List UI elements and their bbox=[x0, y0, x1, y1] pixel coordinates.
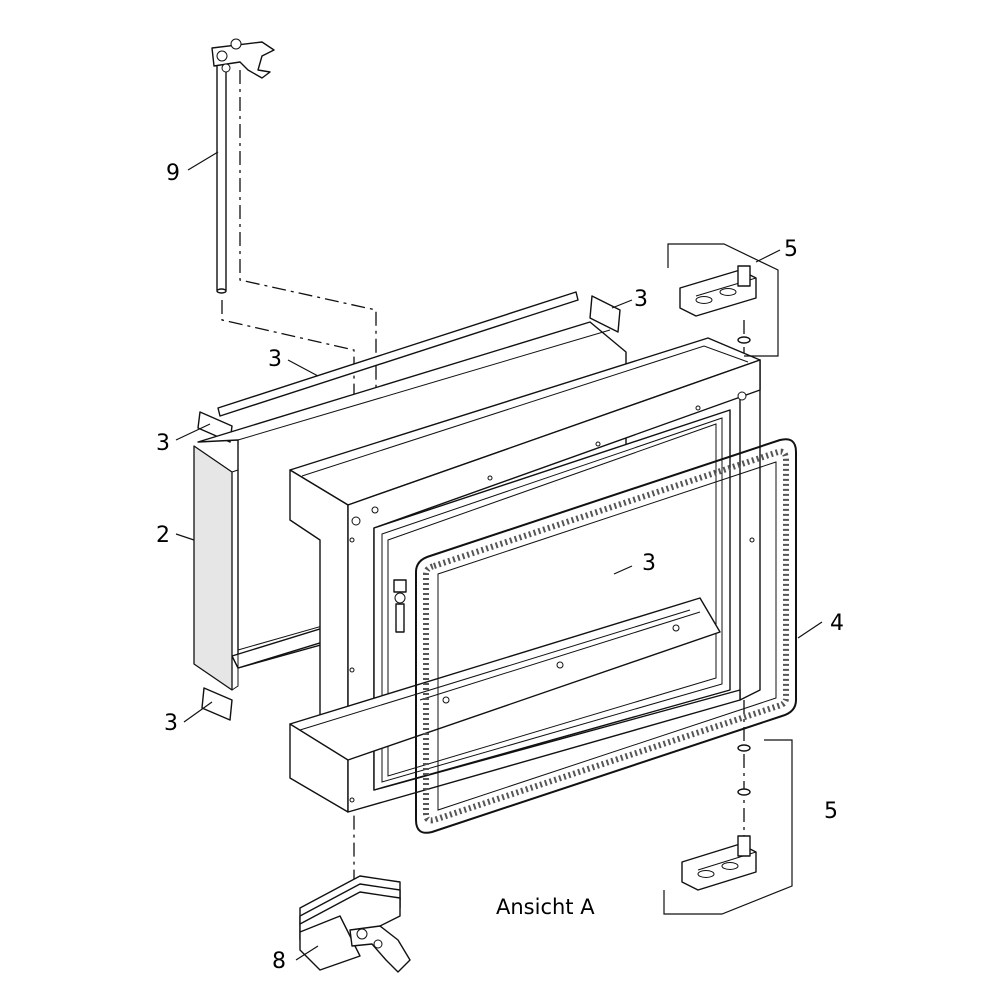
main-housing bbox=[289, 337, 761, 813]
rod-part-9 bbox=[211, 38, 275, 294]
callout-8: 8 bbox=[272, 949, 286, 974]
callout-3-top-long: 3 bbox=[268, 347, 282, 372]
callout-3-inner: 3 bbox=[642, 551, 656, 576]
side-panel-part-2 bbox=[193, 445, 239, 691]
top-seal-strip bbox=[217, 291, 579, 417]
callout-3-left-corner: 3 bbox=[156, 431, 170, 456]
callout-3-top-right: 3 bbox=[634, 287, 648, 312]
callout-5-bottom: 5 bbox=[824, 799, 838, 824]
callout-2: 2 bbox=[156, 523, 170, 548]
leader-lines bbox=[175, 151, 823, 961]
bottom-stack-part-8 bbox=[299, 875, 411, 973]
hinge-top-bracket bbox=[667, 243, 779, 357]
view-label: Ansicht A bbox=[496, 895, 595, 919]
hinge-top-part-5 bbox=[679, 265, 757, 344]
callout-3-bottom-left: 3 bbox=[164, 711, 178, 736]
callout-5-top: 5 bbox=[784, 237, 798, 262]
bolt-fastener bbox=[393, 579, 407, 633]
callout-4: 4 bbox=[830, 611, 844, 636]
hinge-bottom-part-5 bbox=[681, 744, 757, 891]
gasket-part-4 bbox=[415, 438, 797, 834]
hinge-bottom-bracket bbox=[663, 739, 793, 915]
callout-9: 9 bbox=[166, 161, 180, 186]
